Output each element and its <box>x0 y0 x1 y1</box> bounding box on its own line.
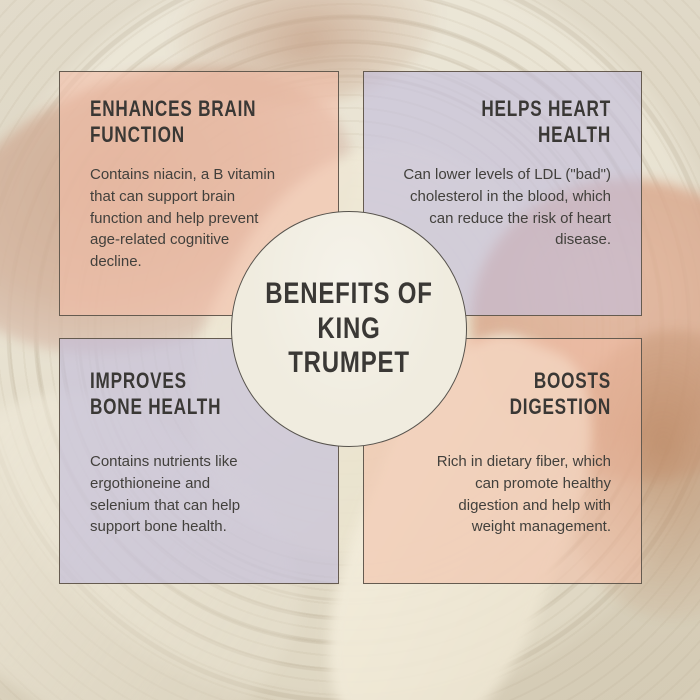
panel-heading-text: IMPROVES BONE HEALTH <box>90 368 222 419</box>
panel-body-brain-function: Contains niacin, a B vitamin that can su… <box>90 166 276 270</box>
panel-heading-text: HELPS HEART HEALTH <box>481 96 611 147</box>
panel-heading-brain-function: ENHANCES BRAIN FUNCTION <box>90 96 322 150</box>
panel-heading-text: ENHANCES BRAIN FUNCTION <box>90 96 257 147</box>
panel-heading-digestion: BOOSTS DIGESTION <box>380 368 611 422</box>
panel-heading-text: BOOSTS DIGESTION <box>509 368 611 419</box>
panel-heading-heart-health: HELPS HEART HEALTH <box>380 96 611 150</box>
panel-heading-bone-health: IMPROVES BONE HEALTH <box>90 368 322 422</box>
panel-body-digestion: Rich in dietary fiber, which can promote… <box>436 453 611 536</box>
panel-heart-health: HELPS HEART HEALTH Can lower levels of L… <box>363 71 642 316</box>
infographic-title: BENEFITS OF KING TRUMPET <box>265 277 433 380</box>
center-title-circle: BENEFITS OF KING TRUMPET <box>231 211 467 447</box>
panel-body-bone-health: Contains nutrients like ergothioneine an… <box>90 453 241 536</box>
panel-body-heart-health: Can lower levels of LDL ("bad") choleste… <box>403 166 611 249</box>
